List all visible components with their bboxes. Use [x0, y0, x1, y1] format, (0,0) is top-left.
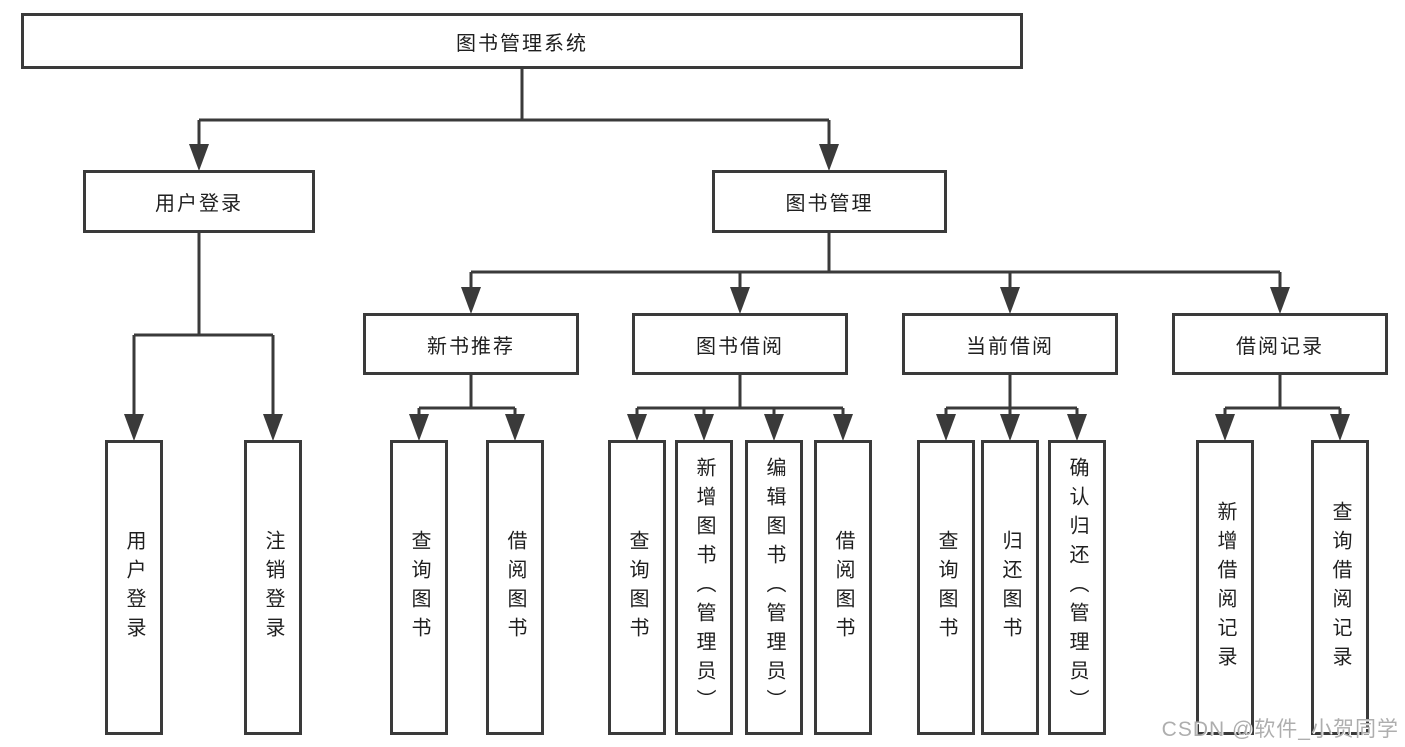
leaf-query-books-current: 查询图书 — [917, 440, 975, 735]
arrowhead-icon — [409, 414, 429, 441]
connector-borrow-record — [1223, 375, 1342, 418]
leaf-logout: 注销登录 — [244, 440, 302, 735]
arrowhead-icon — [1000, 287, 1020, 314]
arrowhead-icon — [505, 414, 525, 441]
arrowhead-icon — [819, 144, 839, 171]
node-book-borrow: 图书借阅 — [632, 313, 848, 375]
connector-root — [197, 69, 831, 146]
leaf-query-borrow-record: 查询借阅记录 — [1311, 440, 1369, 735]
connector-current-borrow — [944, 375, 1079, 418]
csdn-watermark: CSDN @软件_小贺同学 — [1161, 718, 1399, 741]
leaf-edit-books-admin: 编辑图书（管理员） — [745, 440, 803, 735]
arrowhead-icon — [936, 414, 956, 441]
arrowhead-icon — [694, 414, 714, 441]
arrowhead-icon — [1270, 287, 1290, 314]
node-book-management: 图书管理 — [712, 170, 947, 233]
leaf-borrow-books: 借阅图书 — [814, 440, 872, 735]
arrowhead-icon — [1330, 414, 1350, 441]
leaf-confirm-return-admin: 确认归还（管理员） — [1048, 440, 1106, 735]
leaf-borrow-books-recommend: 借阅图书 — [486, 440, 544, 735]
arrowhead-icon — [730, 287, 750, 314]
connector-new-book — [417, 375, 517, 418]
arrowheads — [124, 144, 1350, 441]
node-borrow-records: 借阅记录 — [1172, 313, 1388, 375]
arrowhead-icon — [461, 287, 481, 314]
arrowhead-icon — [1000, 414, 1020, 441]
leaf-query-books-borrow: 查询图书 — [608, 440, 666, 735]
node-current-borrow: 当前借阅 — [902, 313, 1118, 375]
leaf-query-books-recommend: 查询图书 — [390, 440, 448, 735]
connector-book-management — [469, 233, 1282, 290]
arrowhead-icon — [764, 414, 784, 441]
arrowhead-icon — [189, 144, 209, 171]
connector-book-borrow — [635, 375, 845, 418]
arrowhead-icon — [833, 414, 853, 441]
leaf-add-books-admin: 新增图书（管理员） — [675, 440, 733, 735]
node-library-management-system: 图书管理系统 — [21, 13, 1023, 69]
node-new-book-recommend: 新书推荐 — [363, 313, 579, 375]
node-user-login: 用户登录 — [83, 170, 315, 233]
arrowhead-icon — [263, 414, 283, 441]
arrowhead-icon — [1067, 414, 1087, 441]
connector-user-login — [132, 233, 275, 418]
leaf-add-borrow-record: 新增借阅记录 — [1196, 440, 1254, 735]
leaf-return-books: 归还图书 — [981, 440, 1039, 735]
arrowhead-icon — [1215, 414, 1235, 441]
arrowhead-icon — [124, 414, 144, 441]
leaf-user-login: 用户登录 — [105, 440, 163, 735]
arrowhead-icon — [627, 414, 647, 441]
